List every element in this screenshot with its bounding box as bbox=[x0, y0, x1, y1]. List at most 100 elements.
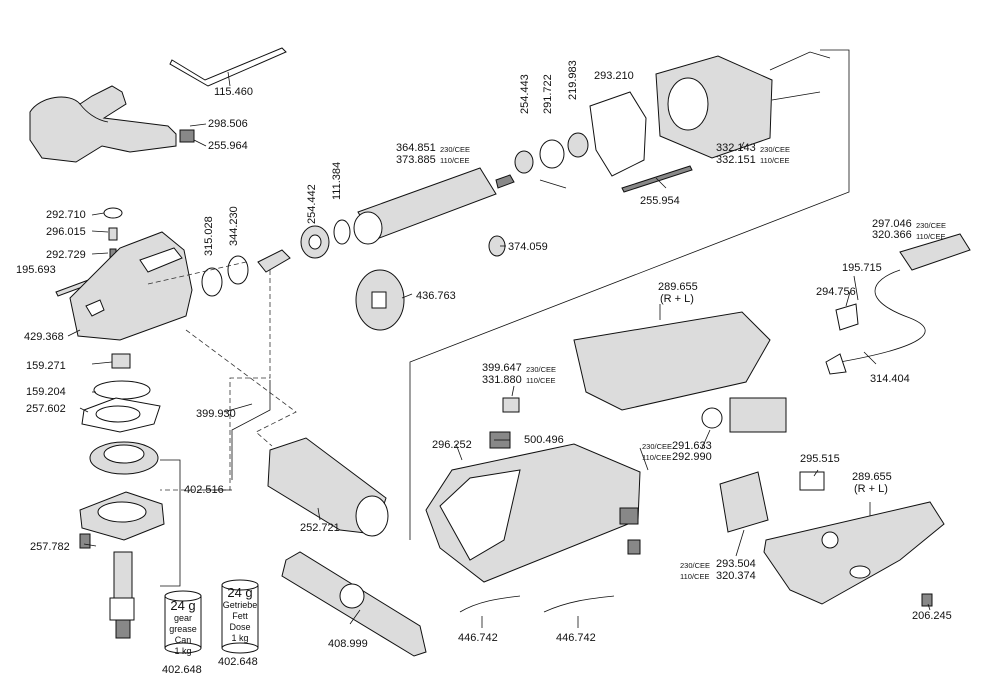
label-rl-top: (R + L) bbox=[660, 293, 694, 305]
bevel-gear bbox=[89, 441, 159, 475]
label-296015: 296.015 bbox=[46, 226, 86, 238]
label-364851: 364.851 bbox=[396, 142, 436, 154]
label-255964: 255.964 bbox=[208, 140, 248, 152]
spindle-lock-parts bbox=[103, 207, 123, 260]
terminal-parts bbox=[619, 507, 641, 555]
label-257602: 257.602 bbox=[26, 403, 66, 415]
label-voltage-110: 110/CEE bbox=[916, 232, 946, 241]
label-298506: 298.506 bbox=[208, 118, 248, 130]
fan bbox=[355, 269, 405, 331]
label-446742-b: 446.742 bbox=[556, 632, 596, 644]
interference-suppressor bbox=[799, 471, 825, 491]
label-159204: 159.204 bbox=[26, 386, 66, 398]
label-292729: 292.729 bbox=[46, 249, 86, 261]
handle-bracket bbox=[29, 85, 177, 163]
leader-lines bbox=[67, 71, 931, 628]
baffle-293210 bbox=[589, 91, 647, 177]
label-289655-bottom: 289.655 bbox=[852, 471, 892, 483]
label-voltage-230: 230/CEE bbox=[760, 145, 791, 154]
label-331880: 331.880 bbox=[482, 374, 522, 386]
grease-dose-text: Dose bbox=[229, 622, 251, 632]
hex-key bbox=[169, 47, 287, 87]
grease-cans bbox=[164, 579, 259, 654]
label-296252: 296.252 bbox=[432, 439, 472, 451]
label-315028: 315.028 bbox=[203, 216, 215, 256]
wrench bbox=[281, 551, 427, 657]
label-402648-can: 402.648 bbox=[162, 664, 202, 676]
label-voltage-230: 230/CEE bbox=[526, 365, 557, 374]
label-314404: 314.404 bbox=[870, 373, 910, 385]
screw-255964 bbox=[179, 129, 195, 143]
label-voltage-110: 110/CEE bbox=[680, 572, 710, 581]
label-429368: 429.368 bbox=[24, 331, 64, 343]
grease-dose-text: 1 kg bbox=[231, 633, 249, 643]
sleeve-159271 bbox=[111, 353, 131, 369]
label-402648-dose: 402.648 bbox=[218, 656, 258, 668]
label-voltage-230: 230/CEE bbox=[642, 442, 673, 451]
label-115460: 115.460 bbox=[214, 86, 253, 98]
label-293210: 293.210 bbox=[594, 70, 634, 82]
label-374059: 374.059 bbox=[508, 241, 548, 253]
label-436763: 436.763 bbox=[416, 290, 456, 302]
gear-housing bbox=[69, 231, 193, 341]
bearing-flange bbox=[79, 491, 165, 541]
spindle bbox=[109, 551, 135, 639]
label-voltage-230: 230/CEE bbox=[680, 561, 711, 570]
label-voltage-110: 110/CEE bbox=[760, 156, 790, 165]
grease-dose-text: Fett bbox=[232, 611, 248, 621]
label-voltage-230: 230/CEE bbox=[440, 145, 471, 154]
motor-housing-296252 bbox=[425, 443, 641, 583]
gasket-257602 bbox=[81, 397, 161, 433]
motor-housing-half-top bbox=[573, 311, 771, 411]
label-399930: 399.930 bbox=[196, 408, 236, 420]
label-332143: 332.143 bbox=[716, 142, 756, 154]
screw-206245 bbox=[921, 593, 933, 607]
ring-315028 bbox=[201, 267, 223, 297]
grease-can-text: gear bbox=[173, 613, 192, 623]
label-219983: 219.983 bbox=[567, 60, 579, 100]
power-cable bbox=[825, 233, 971, 375]
label-500496: 500.496 bbox=[524, 434, 564, 446]
grease-can-label: 24 g gear grease Can 1 kg bbox=[165, 598, 201, 657]
label-320374: 320.374 bbox=[716, 570, 756, 582]
label-292990: 292.990 bbox=[672, 451, 712, 463]
label-295515: 295.515 bbox=[800, 453, 840, 465]
pinion bbox=[257, 249, 291, 273]
circlip-111384 bbox=[333, 219, 351, 245]
sleeve-291722 bbox=[539, 139, 565, 169]
ring-219983 bbox=[567, 132, 589, 158]
label-111384: 111.384 bbox=[331, 161, 343, 200]
label-297046: 297.046 bbox=[872, 218, 912, 230]
label-289655-top: 289.655 bbox=[658, 281, 698, 293]
label-voltage-230: 230/CEE bbox=[916, 221, 947, 230]
carbon-brush bbox=[502, 397, 520, 413]
label-254442: 254.442 bbox=[306, 184, 318, 224]
screw-257782 bbox=[79, 533, 91, 549]
motor-housing-half-bottom bbox=[763, 501, 945, 605]
label-rl-bottom: (R + L) bbox=[854, 483, 888, 495]
label-292710: 292.710 bbox=[46, 209, 86, 221]
label-255954: 255.954 bbox=[640, 195, 680, 207]
auxiliary-handle bbox=[267, 437, 389, 537]
label-voltage-110: 110/CEE bbox=[526, 376, 556, 385]
switch bbox=[719, 471, 769, 533]
label-294756: 294.756 bbox=[816, 286, 856, 298]
label-252721: 252.721 bbox=[300, 522, 340, 534]
label-408999: 408.999 bbox=[328, 638, 368, 650]
label-voltage-110: 110/CEE bbox=[440, 156, 470, 165]
grease-can-text: 1 kg bbox=[174, 646, 192, 656]
label-206245: 206.245 bbox=[912, 610, 952, 622]
cable-clamp bbox=[835, 303, 859, 331]
label-291722: 291.722 bbox=[542, 74, 554, 114]
label-195693: 195.693 bbox=[16, 264, 56, 276]
seal-strips bbox=[459, 595, 615, 613]
label-402516: 402.516 bbox=[184, 484, 224, 496]
label-254443: 254.443 bbox=[519, 74, 531, 114]
grease-dose-label: 24 g Getriebe Fett Dose 1 kg bbox=[222, 585, 258, 644]
label-320366: 320.366 bbox=[872, 229, 912, 241]
label-446742-a: 446.742 bbox=[458, 632, 498, 644]
label-293504: 293.504 bbox=[716, 558, 756, 570]
label-159271: 159.271 bbox=[26, 360, 66, 372]
